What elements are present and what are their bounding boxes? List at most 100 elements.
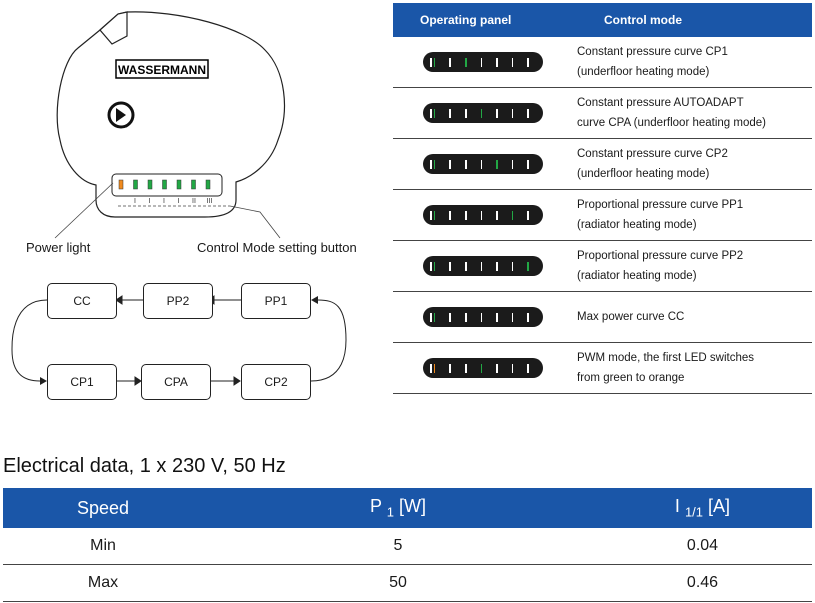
led-indicator xyxy=(433,108,436,118)
operating-panel-cell xyxy=(393,342,577,394)
loop-cc-cp1 xyxy=(11,299,48,382)
led-indicator xyxy=(480,363,483,373)
flow-pp2: PP2 xyxy=(143,283,213,319)
pump-led xyxy=(133,179,138,190)
led-indicator xyxy=(449,108,451,118)
current-unit: [A] xyxy=(708,496,731,517)
led-indicator xyxy=(464,108,467,118)
table-row: Proportional pressure curve PP2 (radiato… xyxy=(393,240,812,292)
led-indicator xyxy=(527,261,529,271)
pump-body-outline xyxy=(56,11,286,218)
led-indicator xyxy=(464,261,467,271)
led-indicator xyxy=(464,312,467,322)
flow-cc: CC xyxy=(47,283,117,319)
control-mode-text: PWM mode, the first LED switches from gr… xyxy=(577,342,812,394)
header-operating-panel: Operating panel xyxy=(393,3,577,37)
led-indicator xyxy=(480,108,483,118)
pump-led xyxy=(147,179,153,190)
led-indicator xyxy=(433,159,436,169)
led-indicator xyxy=(430,261,432,271)
table-row: Max 50 0.46 xyxy=(3,564,812,602)
led-panel xyxy=(423,256,543,276)
power-light-label: Power light xyxy=(26,240,91,255)
led-indicator xyxy=(433,312,436,322)
led-panel xyxy=(423,358,543,378)
table-row: Constant pressure AUTOADAPT curve CPA (u… xyxy=(393,87,812,139)
led-panel xyxy=(423,52,543,72)
control-mode-text: Proportional pressure curve PP2 (radiato… xyxy=(577,240,812,292)
speed-cell: Max xyxy=(3,564,203,602)
led-indicator xyxy=(449,261,451,271)
mode-mark: III xyxy=(207,198,213,205)
led-indicator xyxy=(496,261,498,271)
mode-mark: I xyxy=(178,198,180,205)
electrical-table-header: Speed P 1 [W] I 1/1 [A] xyxy=(3,488,812,528)
led-indicator xyxy=(511,210,514,220)
current-subscript: 1/1 xyxy=(684,504,704,520)
mode-mark: I xyxy=(149,198,151,205)
flow-cp2: CP2 xyxy=(241,364,311,400)
power-cell: 50 xyxy=(203,564,593,602)
pump-led-panel xyxy=(111,173,223,197)
mode-mark: I xyxy=(163,198,165,205)
led-indicator xyxy=(480,261,483,271)
brand-logo xyxy=(115,59,209,79)
led-indicator xyxy=(449,210,451,220)
power-cell: 5 xyxy=(203,528,593,565)
led-indicator xyxy=(527,210,529,220)
mode-table-header: Operating panel Control mode xyxy=(393,3,812,37)
led-indicator xyxy=(464,159,467,169)
led-indicator xyxy=(430,57,432,67)
operating-panel-cell xyxy=(393,189,577,241)
pump-top-notch xyxy=(99,11,128,45)
control-mode-table: Operating panel Control mode Constant pr… xyxy=(393,3,812,394)
table-row: Min 5 0.04 xyxy=(3,528,812,565)
pump-led xyxy=(205,179,211,190)
led-indicator xyxy=(430,159,432,169)
led-indicator xyxy=(511,159,514,169)
led-indicator xyxy=(449,159,451,169)
control-mode-text: Constant pressure curve CP1 (underfloor … xyxy=(577,37,812,88)
table-row: PWM mode, the first LED switches from gr… xyxy=(393,342,812,394)
led-indicator xyxy=(430,363,432,373)
control-mode-text: Constant pressure curve CP2 (underfloor … xyxy=(577,138,812,190)
header-control-mode: Control mode xyxy=(577,3,812,37)
current-cell: 0.04 xyxy=(593,528,812,565)
electrical-data-table: Speed P 1 [W] I 1/1 [A] Min 5 0.04 Max 5… xyxy=(3,488,812,602)
led-indicator xyxy=(433,210,436,220)
table-row: Constant pressure curve CP2 (underfloor … xyxy=(393,138,812,190)
table-row: Constant pressure curve CP1 (underfloor … xyxy=(393,37,812,88)
led-indicator xyxy=(527,312,529,322)
led-indicator xyxy=(511,57,514,67)
led-indicator xyxy=(496,108,498,118)
table-row: Proportional pressure curve PP1 (radiato… xyxy=(393,189,812,241)
led-panel xyxy=(423,154,543,174)
power-unit: [W] xyxy=(398,496,426,517)
table-row: Max power curve CC xyxy=(393,291,812,343)
flow-pp1: PP1 xyxy=(241,283,311,319)
led-indicator xyxy=(496,57,498,67)
led-indicator xyxy=(496,312,498,322)
led-indicator xyxy=(433,261,436,271)
control-button-leader xyxy=(229,205,281,239)
operating-panel-cell xyxy=(393,138,577,190)
led-indicator xyxy=(480,312,483,322)
led-indicator xyxy=(527,57,529,67)
led-indicator xyxy=(527,108,529,118)
operating-panel-cell xyxy=(393,37,577,88)
control-mode-text: Proportional pressure curve PP1 (radiato… xyxy=(577,189,812,241)
led-indicator xyxy=(480,210,483,220)
arrow-pp2-cc xyxy=(115,295,123,305)
led-indicator xyxy=(433,363,436,373)
mode-mark: II xyxy=(192,198,196,205)
header-power: P 1 [W] xyxy=(203,488,593,528)
led-indicator xyxy=(527,363,529,373)
led-indicator xyxy=(496,210,498,220)
header-current: I 1/1 [A] xyxy=(593,488,812,528)
led-indicator xyxy=(430,210,432,220)
led-panel xyxy=(423,103,543,123)
led-indicator xyxy=(449,57,451,67)
led-indicator xyxy=(496,159,498,169)
brand-logo-text: WASSERMANN xyxy=(118,63,206,77)
